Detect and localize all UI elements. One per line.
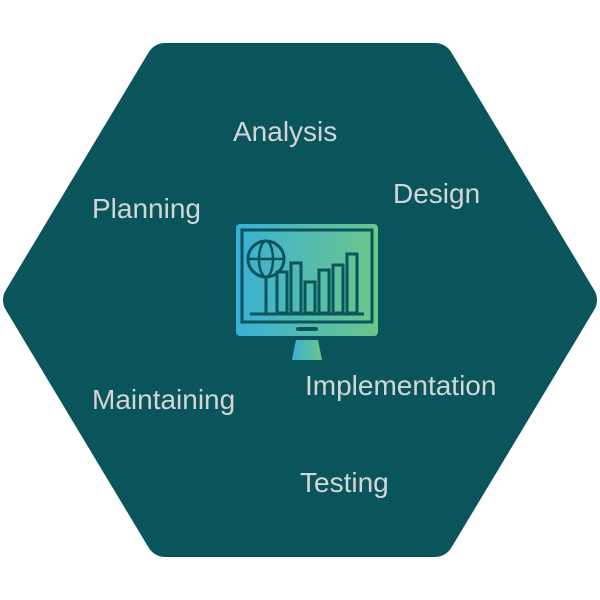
stage-maintaining: Maintaining xyxy=(92,384,236,415)
monitor-chart-globe-icon xyxy=(236,224,378,360)
stage-planning: Planning xyxy=(92,193,201,224)
stage-implementation: Implementation xyxy=(305,370,497,401)
stage-testing: Testing xyxy=(300,467,389,498)
stage-analysis: Analysis xyxy=(233,116,338,147)
stage-design: Design xyxy=(393,178,481,209)
